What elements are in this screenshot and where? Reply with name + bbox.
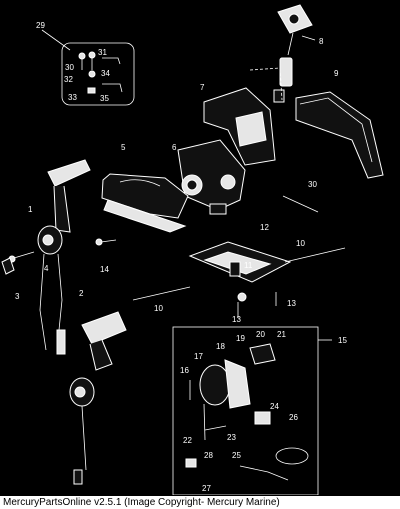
callout-16: 16 — [180, 366, 189, 375]
trim-switch-6 — [177, 139, 246, 215]
callout-17: 17 — [194, 352, 203, 361]
callout-6: 6 — [172, 143, 177, 152]
top-cover-7 — [203, 67, 283, 166]
callout-34: 34 — [101, 69, 110, 78]
callout-13a: 13 — [232, 315, 241, 324]
callout-10b: 10 — [154, 304, 163, 313]
callout-1: 1 — [28, 205, 33, 214]
callout-28: 28 — [204, 451, 213, 460]
callout-24: 24 — [270, 402, 279, 411]
callout-25: 25 — [232, 451, 241, 460]
image-caption: MercuryPartsOnline v2.5.1 (Image Copyrig… — [0, 496, 400, 509]
callout-30: 30 — [65, 63, 74, 72]
callout-31: 31 — [98, 48, 107, 57]
callout-5: 5 — [121, 143, 126, 152]
callout-9: 9 — [334, 69, 339, 78]
shroud-5 — [101, 173, 189, 233]
hardware-kit-29 — [41, 29, 135, 106]
handle-2 — [56, 311, 127, 485]
callout-11: 11 — [244, 261, 253, 270]
callout-4: 4 — [44, 264, 49, 273]
callout-7: 7 — [200, 83, 205, 92]
screw-14 — [95, 238, 117, 246]
callout-2: 2 — [79, 289, 84, 298]
shaft-10 — [132, 247, 346, 301]
callout-23: 23 — [227, 433, 236, 442]
callout-20: 20 — [256, 330, 265, 339]
callout-26: 26 — [289, 413, 298, 422]
side-cover-9 — [295, 91, 384, 179]
callout-19: 19 — [236, 334, 245, 343]
screw-13 — [237, 292, 277, 318]
callout-15: 15 — [338, 336, 347, 345]
callout-35: 35 — [100, 94, 109, 103]
callout-13b: 13 — [287, 299, 296, 308]
callout-21: 21 — [277, 330, 286, 339]
callout-3: 3 — [15, 292, 20, 301]
callout-22: 22 — [183, 436, 192, 445]
callout-32: 32 — [64, 75, 73, 84]
callout-14: 14 — [100, 265, 109, 274]
kit-box-15 — [172, 326, 332, 495]
parts-diagram: 29 31 30 32 34 33 35 8 9 7 6 5 1 30 12 1… — [1, 4, 384, 495]
callout-27: 27 — [202, 484, 211, 493]
base-plate-12 — [188, 241, 292, 302]
callout-30b: 30 — [308, 180, 317, 189]
callout-18: 18 — [216, 342, 225, 351]
cap-3 — [1, 257, 15, 275]
callout-33: 33 — [68, 93, 77, 102]
callout-29: 29 — [36, 21, 45, 30]
switch-plate-8 — [273, 4, 316, 103]
pin-30 — [282, 195, 319, 213]
screw-4 — [8, 251, 35, 263]
callout-10a: 10 — [296, 239, 305, 248]
callout-8: 8 — [319, 37, 324, 46]
callout-12: 12 — [260, 223, 269, 232]
handle-1 — [37, 159, 91, 351]
